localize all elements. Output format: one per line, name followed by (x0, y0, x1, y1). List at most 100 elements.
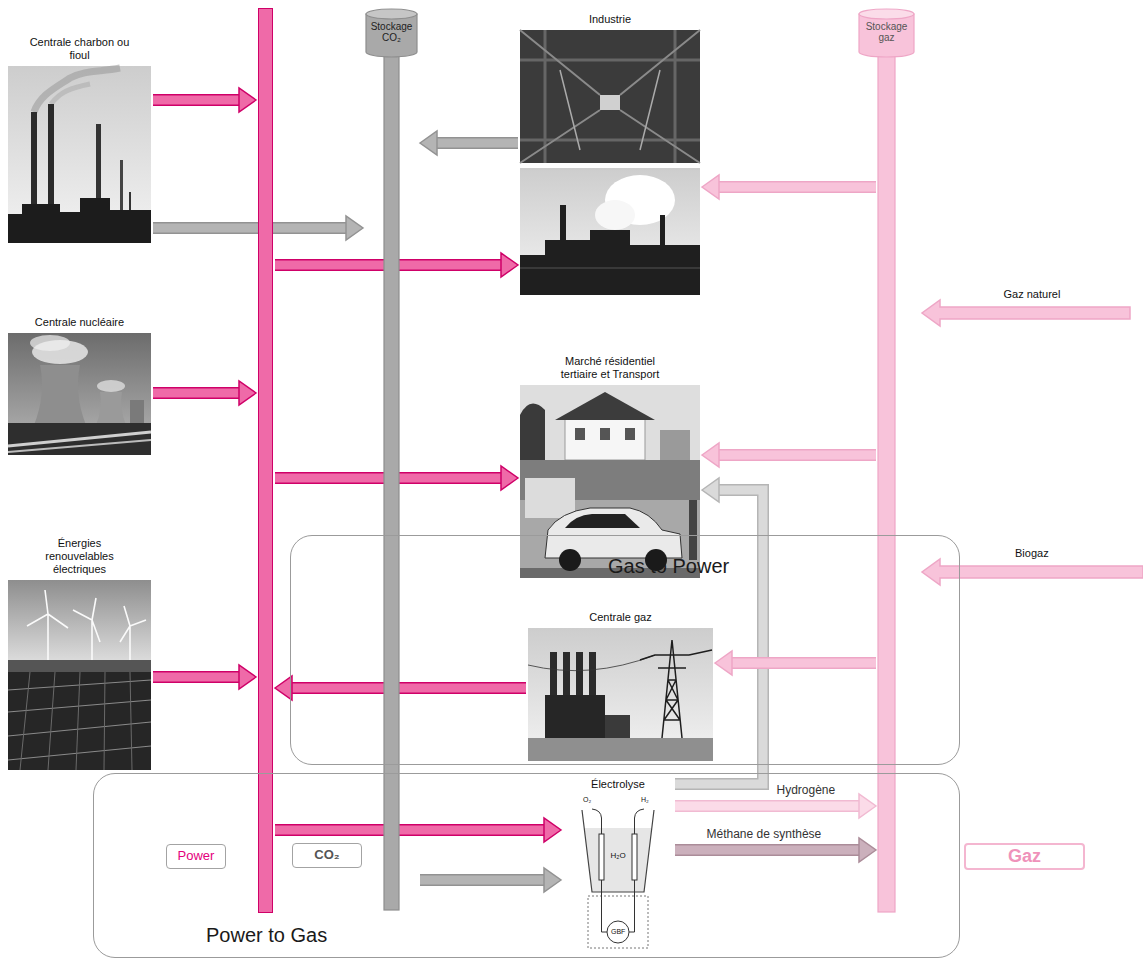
arrow-shaft (153, 673, 239, 682)
arrow-shaft (153, 96, 239, 105)
nuclear-plant-photo: Centrale nucléaire (8, 333, 151, 455)
arrow-head (859, 838, 876, 862)
flow-arrow (715, 651, 876, 675)
electrolysis-picture (582, 809, 654, 948)
flow-arrow (702, 175, 876, 199)
electrolysis-cell: Électrolyse (563, 777, 673, 954)
storage-cylinder (365, 8, 418, 910)
arrow-shaft (719, 451, 876, 460)
arrow-shaft (153, 389, 239, 398)
coal-plant-photo: Centrale charbon ou fioul (8, 66, 151, 243)
annotation: H₂ (641, 796, 649, 804)
arrow-head (544, 868, 561, 892)
arrow-head (239, 88, 256, 112)
nuclear-plant-picture (8, 333, 151, 455)
flow-arrow (675, 478, 763, 784)
arrow-head (346, 216, 363, 240)
arrow-shaft-outline (675, 844, 859, 856)
gas-plant-picture (528, 628, 713, 761)
flow-arrow (275, 818, 561, 842)
flow-arrow (675, 794, 876, 818)
legend-tag: Gaz (964, 843, 1085, 870)
arrow-shaft-outline (153, 387, 239, 399)
arrow-shaft (292, 684, 526, 693)
annotation: Biogaz (1015, 547, 1049, 560)
edge-label: Méthane de synthèse (705, 827, 824, 841)
annotation: H₂O (611, 851, 626, 861)
legend-tag: CO₂ (292, 843, 362, 868)
region-title: Gas to Power (608, 555, 729, 578)
arrow-shaft (719, 183, 876, 192)
legend-tag: Power (166, 844, 226, 869)
annotation: GBF (611, 928, 625, 936)
residential-transport-photo: Marché résidentiel tertiaire et Transpor… (520, 385, 700, 578)
renewables-picture (8, 580, 151, 770)
gas-plant-photo: Centrale gaz (528, 628, 713, 761)
flow-arrow (420, 868, 561, 892)
arrow-head (239, 665, 256, 689)
arrow-shaft-outline (675, 800, 859, 812)
arrow-shaft-outline (153, 222, 346, 234)
gas-to-power-region: Gas to PowerCentrale gaz (290, 535, 960, 765)
arrow-head (501, 466, 518, 490)
arrow-shaft (675, 802, 859, 811)
arrow-shaft-outline (732, 657, 876, 669)
flow-arrow (153, 665, 256, 689)
coal-plant-picture (8, 66, 151, 243)
arrow-shaft-outline (153, 94, 239, 106)
external-gas-arrows (922, 300, 1143, 585)
column-label: Stockage gaz (859, 21, 914, 43)
arrow-shaft-outline (153, 671, 239, 683)
annotation: Gaz naturel (1004, 288, 1061, 301)
edge-label: Hydrogène (775, 783, 838, 797)
flow-arrow (153, 88, 256, 112)
region-title: Power to Gas (206, 924, 327, 947)
gas-storage-column: Stockage gazGaz (878, 8, 895, 912)
industry-picture (520, 30, 700, 295)
residential-transport-picture (520, 385, 700, 578)
flow-arrow (153, 381, 256, 405)
arrow-shaft (437, 139, 518, 148)
arrow-shaft (420, 876, 544, 885)
industry-photo: Industrie (520, 30, 700, 295)
arrow-shaft-outline (420, 874, 544, 886)
flow-arrow (420, 131, 518, 155)
annotation: O₂ (583, 796, 591, 804)
arrow-shaft-outline (437, 137, 518, 149)
flow-arrow (675, 838, 876, 862)
arrow-shaft (153, 224, 346, 233)
arrow-shaft (732, 659, 876, 668)
renewables-photo: Énergies renouvelables électriques (8, 580, 151, 770)
arrow-shaft-outline (719, 449, 876, 461)
arrow-shaft-outline (275, 824, 544, 836)
node-heading: Énergies renouvelables électriques (38, 537, 122, 576)
arrow-head (702, 175, 719, 199)
node-heading: Centrale gaz (551, 611, 691, 624)
power-to-gas-region: Power to Gas Électrolyse (93, 773, 960, 958)
node-heading: Marché résidentiel tertiaire et Transpor… (548, 355, 673, 381)
co2-storage-column: Stockage CO₂CO₂ (365, 8, 418, 910)
arrow-head (420, 131, 437, 155)
arrow-head (544, 818, 561, 842)
arrow-shaft-outline (292, 682, 526, 694)
node-heading: Industrie (540, 13, 680, 26)
flow-arrow (275, 676, 526, 700)
arrow-head (501, 253, 518, 277)
flow-arrow (702, 443, 876, 467)
arrow-shaft-outline (719, 181, 876, 193)
arrow-head (859, 794, 876, 818)
arrow-head (702, 443, 719, 467)
node-heading: Centrale charbon ou fioul (30, 36, 130, 62)
column-label: Stockage CO₂ (365, 21, 418, 43)
arrow-head (239, 381, 256, 405)
power-bus-bar: Power (258, 8, 273, 913)
arrow-head (715, 651, 732, 675)
node-heading: Centrale nucléaire (10, 316, 150, 329)
arrow-shaft (275, 826, 544, 835)
storage-cylinder (878, 8, 895, 912)
node-heading: Électrolyse (563, 778, 673, 791)
arrow-shaft (675, 846, 859, 855)
